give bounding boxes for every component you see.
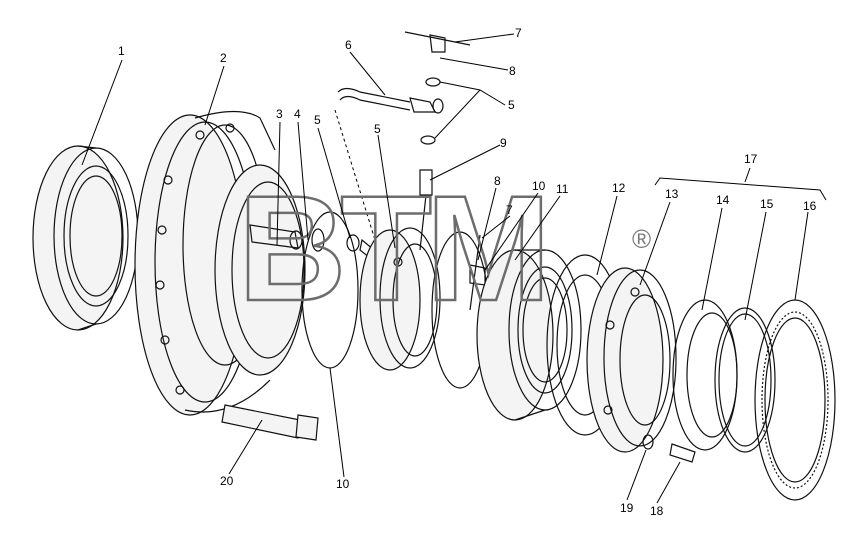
callout-10-bottom: 10 — [336, 477, 350, 491]
callout-8-middle: 8 — [494, 174, 501, 188]
callout-13: 13 — [665, 187, 679, 201]
callout-7-middle: 7 — [506, 203, 513, 217]
callout-2: 2 — [220, 51, 227, 65]
part-14-seal-ring — [672, 299, 738, 451]
callout-10-top: 10 — [532, 179, 546, 193]
callout-7-top: 7 — [515, 26, 522, 40]
part-7-8-bolt — [404, 31, 471, 145]
callout-labels: 1 2 3 4 5 5 5 6 7 7 8 8 9 10 10 11 12 13… — [118, 26, 817, 518]
part-5-ring — [359, 227, 441, 371]
part-1-bearing — [32, 145, 139, 331]
callout-9: 9 — [500, 136, 507, 150]
callout-8-top: 8 — [509, 64, 516, 78]
part-2-hub-housing — [134, 110, 306, 416]
part-20-bolt — [221, 404, 319, 441]
part-11-bearing — [476, 249, 582, 421]
leader-lines — [81, 33, 827, 504]
watermark: BTM ® — [237, 163, 651, 334]
part-3-4-sleeve — [249, 224, 325, 252]
part-15-snap-ring — [714, 307, 776, 453]
callout-12: 12 — [612, 181, 626, 195]
part-16-toothed-ring — [754, 299, 836, 501]
part-6-pipe — [334, 87, 444, 241]
callout-19: 19 — [620, 501, 634, 515]
part-13-cover-flange — [586, 267, 677, 453]
callout-14: 14 — [716, 193, 730, 207]
callout-5-top: 5 — [508, 98, 515, 112]
callout-1: 1 — [118, 44, 125, 58]
watermark-registered-mark: ® — [632, 224, 651, 254]
callout-11: 11 — [556, 182, 569, 196]
callout-5-center: 5 — [374, 122, 381, 136]
callout-5-left: 5 — [314, 113, 321, 127]
callout-4: 4 — [294, 107, 301, 121]
callout-20: 20 — [220, 474, 234, 488]
watermark-text: BTM — [238, 164, 545, 332]
callout-16: 16 — [803, 199, 817, 213]
part-9-sensor — [419, 169, 433, 251]
callout-18: 18 — [650, 504, 664, 518]
callout-6: 6 — [345, 38, 352, 52]
part-18-19-bolt — [642, 434, 696, 463]
callout-3: 3 — [276, 107, 283, 121]
callout-17: 17 — [744, 152, 758, 166]
callout-15: 15 — [760, 197, 774, 211]
